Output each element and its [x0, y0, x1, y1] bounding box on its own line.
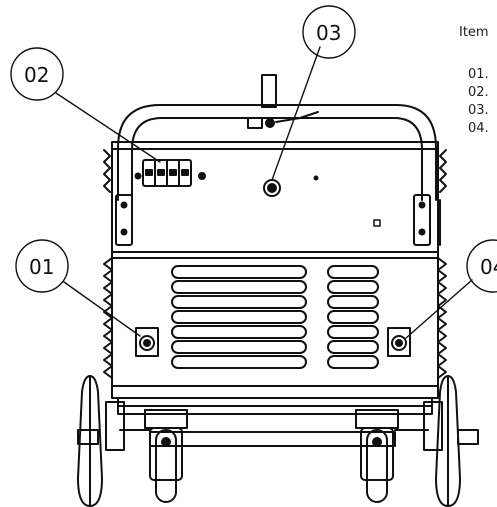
callout-03: 03 [316, 21, 341, 45]
vent-louvres-left [171, 265, 307, 369]
callout-01: 01 [29, 255, 54, 279]
legend-item-03: 03. [468, 103, 489, 118]
callout-02: 02 [24, 63, 49, 87]
rear-wheel-left [77, 375, 103, 507]
legend-heading: Item [459, 25, 489, 40]
callout-circles [10, 5, 497, 293]
handle-frame [111, 74, 441, 246]
legend-item-01: 01. [468, 67, 489, 82]
vent-louvres-right [327, 265, 379, 369]
legend: Item 01. 02. 03. 04. [459, 25, 489, 136]
castor-wheel-right [355, 409, 399, 503]
side-handle-right [413, 194, 431, 246]
castor-wheel-left [144, 409, 188, 503]
leader-lines [55, 46, 473, 339]
legend-item-02: 02. [468, 85, 489, 100]
legend-item-04: 04. [468, 121, 489, 136]
side-handle-left [115, 194, 133, 246]
output-socket-positive [387, 327, 411, 357]
rear-wheel-right [435, 375, 461, 507]
switch-block [134, 159, 206, 187]
callout-04: 04 [480, 255, 497, 279]
output-socket-negative [135, 327, 159, 357]
